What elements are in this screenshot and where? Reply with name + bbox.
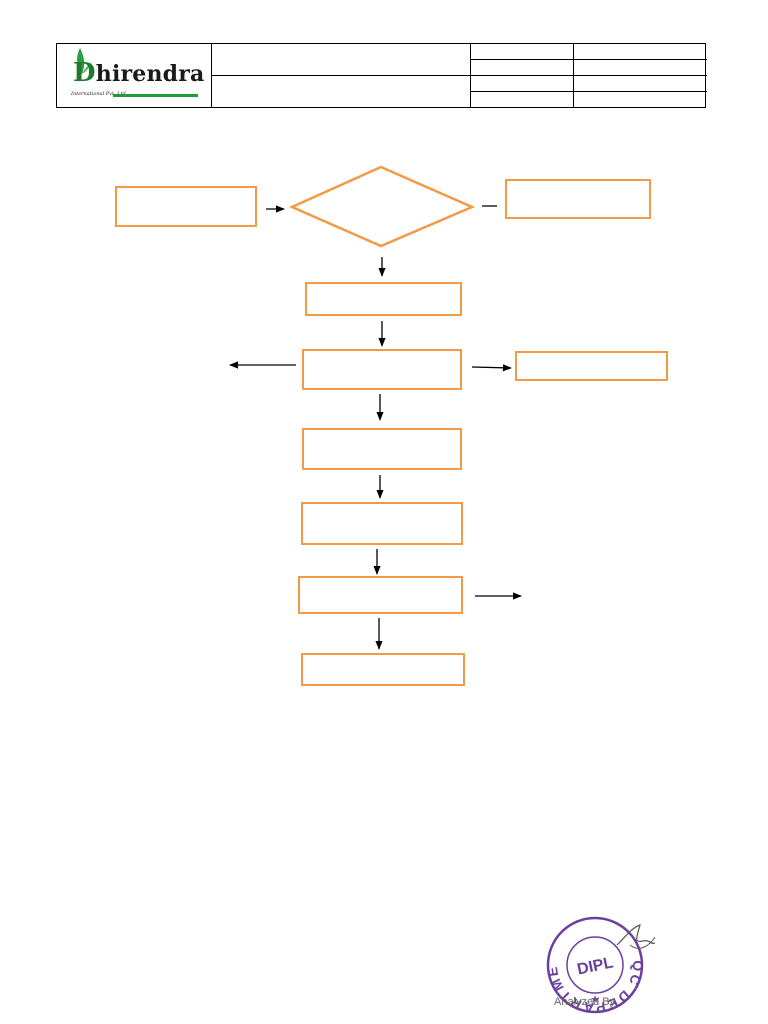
logo-wordmark: Dhirendra — [73, 58, 205, 88]
arrow-icon — [471, 364, 512, 372]
stamp-center-text: DIPL — [576, 954, 615, 978]
process-step-5 — [298, 576, 463, 614]
leaf-icon — [77, 48, 92, 74]
svg-text:★: ★ — [590, 994, 600, 1006]
qc-department-stamp: QC DEPARTMENT DIPL ★ — [545, 915, 655, 1015]
logo-subtitle: International Pvt. Ltd. — [71, 91, 128, 97]
output-box-right — [505, 179, 651, 219]
process-step-6 — [301, 653, 465, 686]
stamp-caption: Analyzed By — [554, 996, 616, 1008]
process-step-1 — [305, 282, 462, 316]
header-rule — [470, 75, 707, 76]
header-rule — [211, 75, 470, 76]
logo-underline — [113, 94, 198, 97]
company-logo: Dhirendra International Pvt. Ltd. — [61, 46, 211, 106]
side-output-box — [515, 351, 668, 381]
input-box — [115, 186, 257, 227]
process-step-4 — [301, 502, 463, 545]
decision-diamond — [288, 165, 476, 248]
header-rule — [470, 91, 707, 92]
document-header: Dhirendra International Pvt. Ltd. — [56, 43, 707, 108]
process-step-2 — [302, 349, 462, 390]
process-step-3 — [302, 428, 462, 470]
header-rule — [470, 59, 707, 60]
